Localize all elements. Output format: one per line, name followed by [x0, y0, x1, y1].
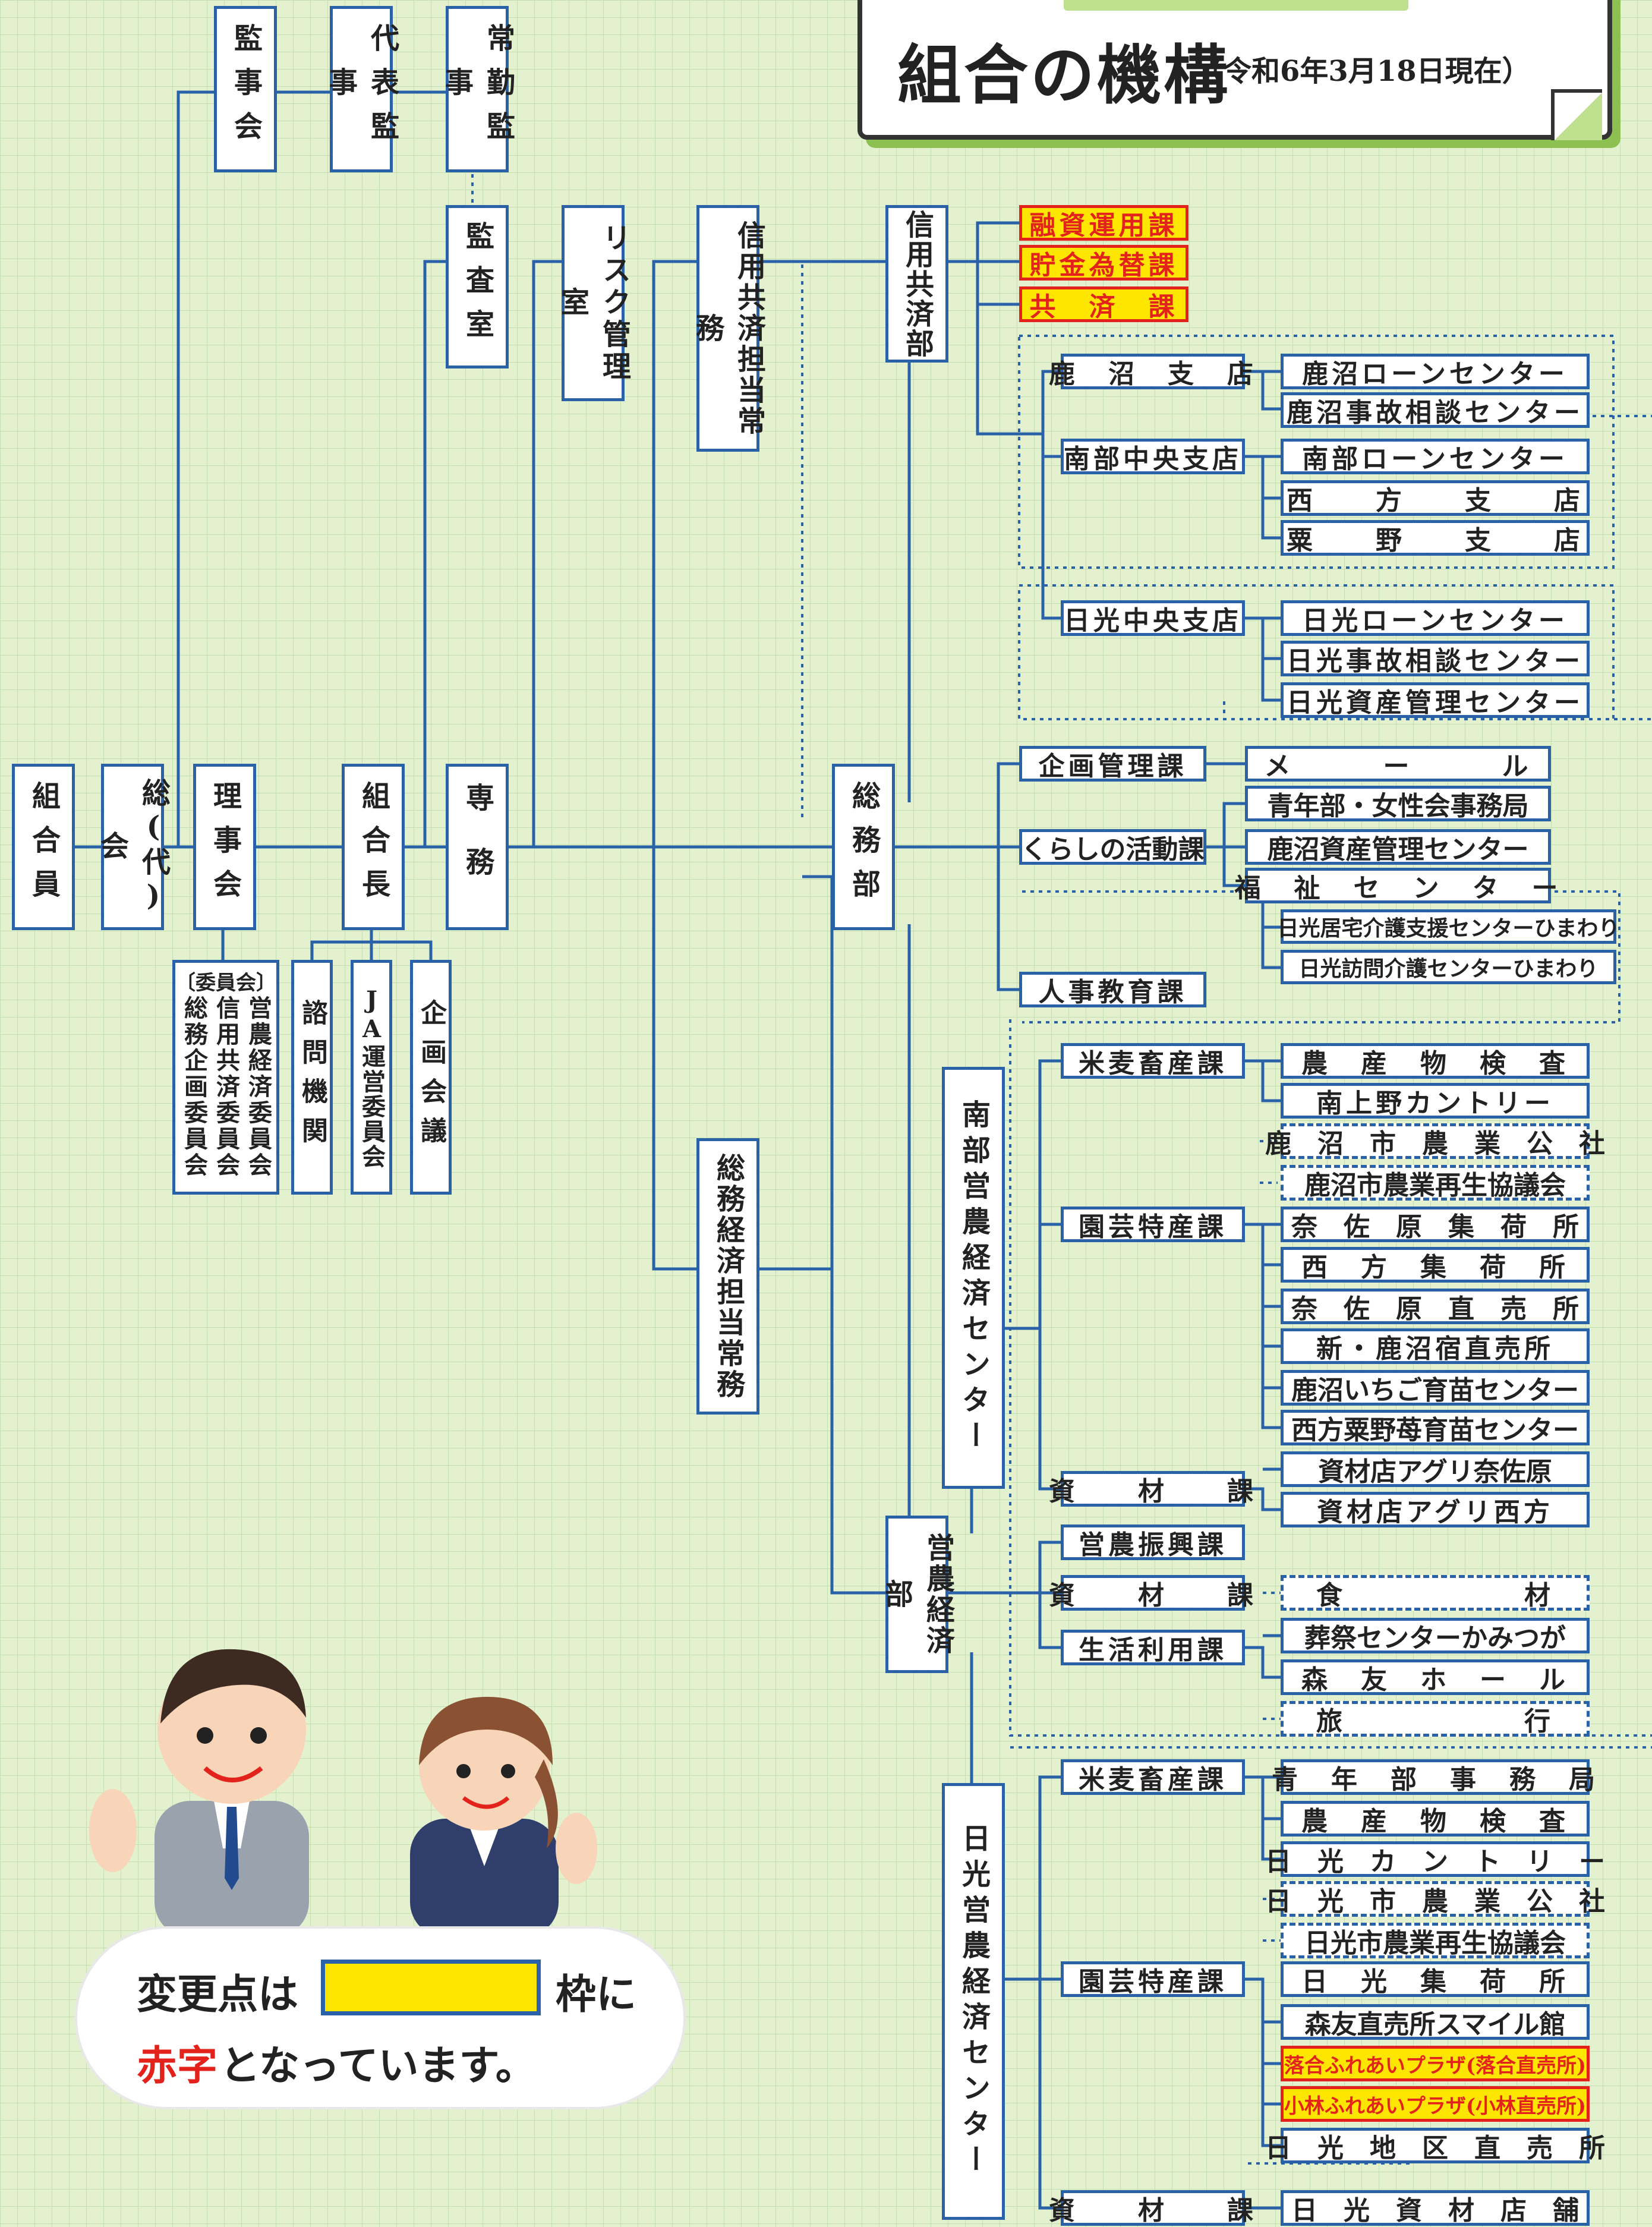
box-nikko-center: 日光営農経済センター [942, 1783, 1005, 2220]
nanbu-engei-sub-6: 西方粟野苺育苗センター [1281, 1410, 1590, 1445]
nanbu-shizai-sub-1: 資材店アグリ奈佐原 [1281, 1451, 1590, 1487]
nikko-beibaku-sub-1: 青 年 部 事 務 局 [1272, 1759, 1595, 1795]
iinkai-item-3: 総務企画委員会 [180, 996, 208, 1179]
box-kumiaiin: 組合員 [12, 764, 75, 930]
box-nanbu-center: 南部営農経済センター [942, 1067, 1005, 1489]
einou-seikatsu-sub-1: 葬祭センターかみつが [1281, 1618, 1590, 1653]
box-shimon-kikan: 諮問機関 [291, 960, 333, 1195]
page-date: （令和6年3月18日現在） [1194, 55, 1531, 88]
nanbu-engei-sub-3: 奈 佐 原 直 売 所 [1281, 1289, 1590, 1324]
section-yushi-unyo: 融資運用課 [1019, 205, 1188, 241]
nanbu-beibaku-sub-2: 南上野カントリー [1281, 1083, 1590, 1119]
section-jinji-kyoiku: 人事教育課 [1019, 972, 1206, 1007]
notice-text-2: 枠に [556, 1971, 637, 2018]
nikko-engei-sub-2: 森友直売所スマイル館 [1281, 2004, 1590, 2040]
box-risk-kanri: リスク管理室 [556, 205, 630, 401]
nikko-beibaku-sub-4: 日 光 市 農 業 公 社 [1265, 1881, 1605, 1917]
box-senmu: 専務 [446, 764, 509, 930]
box-iinkai: 〔委員会〕 営農経済委員会 信用共済委員会 総務企画委員会 [172, 960, 279, 1195]
box-somubu: 総務部 [832, 764, 895, 930]
title-card [857, 0, 1612, 140]
branch-kanuma: 鹿 沼 支 店 [1049, 354, 1253, 389]
branch-nanbu-sub-3: 粟 野 支 店 [1281, 520, 1590, 556]
sub-fukushi-center: 福 祉 セ ン タ ー [1235, 868, 1558, 903]
nanbu-section-shizai: 資 材 課 [1049, 1471, 1253, 1507]
nanbu-engei-sub-5: 鹿沼いちご育苗センター [1281, 1370, 1590, 1406]
nanbu-shizai-sub-2: 資材店アグリ西方 [1281, 1492, 1590, 1527]
nikko-engei-sub-5: 日 光 地 区 直 売 所 [1265, 2128, 1605, 2163]
einou-seikatsu-sub-3: 旅 行 [1281, 1701, 1590, 1737]
nikko-beibaku-sub-2: 農 産 物 検 査 [1281, 1801, 1590, 1837]
box-shinyo-jomu: 信用共済担当常務 [691, 205, 765, 452]
page-fold-corner [1551, 89, 1602, 140]
nikko-shizai-sub-1: 日 光 資 材 店 舗 [1281, 2190, 1590, 2226]
box-kumiaicho: 組合長 [342, 764, 405, 930]
box-rijikai: 理事会 [193, 764, 256, 930]
einou-shizai-sub-shokuzai: 食 材 [1281, 1575, 1590, 1611]
branch-nikko-sub-2: 日光事故相談センター [1281, 641, 1590, 676]
sub-kanuma-shisan: 鹿沼資産管理センター [1245, 829, 1551, 865]
notice-text-3: となっています。 [220, 2042, 536, 2090]
nanbu-engei-sub-1: 奈 佐 原 集 荷 所 [1281, 1207, 1590, 1242]
box-ja-unei-iinkai: JA運営委員会 [351, 960, 392, 1195]
branch-kanuma-sub-2: 鹿沼事故相談センター [1281, 392, 1590, 428]
nanbu-engei-sub-2: 西 方 集 荷 所 [1281, 1247, 1590, 1283]
einou-seikatsu-sub-2: 森 友 ホ ー ル [1281, 1659, 1590, 1695]
einou-section-seikatsu: 生活利用課 [1061, 1630, 1245, 1665]
box-einou-bu: 営農経済部 [879, 1516, 954, 1673]
nanbu-beibaku-sub-3: 鹿 沼 市 農 業 公 社 [1265, 1123, 1605, 1159]
box-kansa-shitsu: 監査室 [446, 205, 509, 368]
box-kikaku-kaigi: 企画会議 [410, 960, 452, 1195]
change-marker-swatch [321, 1960, 541, 2015]
staff-illustration [89, 1649, 597, 1938]
branch-nikko-sub-1: 日光ローンセンター [1281, 600, 1590, 636]
nikko-beibaku-sub-3: 日 光 カ ン ト リ ー [1265, 1841, 1605, 1877]
nikko-beibaku-sub-5: 日光市農業再生協議会 [1281, 1923, 1590, 1958]
notice-bubble [77, 1929, 683, 2107]
nikko-engei-sub-3-changed: 落合ふれあいプラザ(落合直売所) [1281, 2046, 1590, 2081]
section-chokin-kawase: 貯金為替課 [1019, 245, 1188, 281]
iinkai-item-1: 営農経済委員会 [244, 996, 272, 1179]
branch-kanuma-sub-1: 鹿沼ローンセンター [1281, 354, 1590, 389]
nanbu-beibaku-sub-1: 農 産 物 検 査 [1281, 1043, 1590, 1079]
sub-homon-himawari: 日光訪問介護センターひまわり [1281, 950, 1616, 984]
box-jokin-kanji: 常勤監事 [440, 6, 515, 172]
branch-nikko-chuo: 日光中央支店 [1061, 600, 1245, 636]
nanbu-section-beibaku: 米麦畜産課 [1061, 1043, 1245, 1079]
notice-red-word: 赤字 [137, 2042, 218, 2090]
branch-nikko-sub-3: 日光資産管理センター [1281, 682, 1590, 718]
section-kikaku-kanri: 企画管理課 [1019, 746, 1206, 782]
einou-section-shinko: 営農振興課 [1061, 1524, 1245, 1560]
nikko-engei-sub-4-changed: 小林ふれあいプラザ(小林直売所) [1281, 2086, 1590, 2122]
iinkai-label: 〔委員会〕 [175, 971, 276, 995]
box-daihyo-kanji: 代表監事 [324, 6, 399, 172]
box-shinyo-bu: 信用共済部 [885, 205, 948, 363]
title-tab [1064, 0, 1408, 11]
section-kyosai: 共 済 課 [1019, 286, 1188, 322]
male-staff-illustration-icon [89, 1649, 309, 1938]
branch-nanbu-chuo: 南部中央支店 [1061, 439, 1245, 474]
box-keizai-jomu: 総務経済担当常務 [696, 1138, 759, 1415]
sub-mail: メ ー ル [1245, 746, 1551, 782]
sub-kyotaku-himawari: 日光居宅介護支援センターひまわり [1278, 909, 1620, 944]
female-staff-illustration-icon [410, 1697, 597, 1938]
nikko-section-shizai: 資 材 課 [1049, 2190, 1253, 2226]
page-title: 組合の機構 [897, 38, 1231, 113]
nanbu-beibaku-sub-4: 鹿沼市農業再生協議会 [1281, 1165, 1590, 1201]
box-kanjikai: 監事会 [214, 6, 277, 172]
iinkai-item-2: 信用共済委員会 [212, 996, 240, 1179]
nikko-section-beibaku: 米麦畜産課 [1061, 1759, 1245, 1795]
branch-nanbu-sub-2: 西 方 支 店 [1281, 480, 1590, 516]
branch-nanbu-sub-1: 南部ローンセンター [1281, 439, 1590, 474]
nikko-section-engei: 園芸特産課 [1061, 1961, 1245, 1997]
notice-text-1: 変更点は [137, 1971, 299, 2018]
einou-section-shizai: 資 材 課 [1049, 1575, 1253, 1611]
nanbu-section-engei: 園芸特産課 [1061, 1207, 1245, 1242]
nikko-engei-sub-1: 日 光 集 荷 所 [1281, 1961, 1590, 1997]
section-kurashi-katsudo: くらしの活動課 [1019, 829, 1206, 865]
nanbu-engei-sub-4: 新・鹿沼宿直売所 [1281, 1328, 1590, 1364]
sub-seinenbu-joseikai: 青年部・女性会事務局 [1245, 786, 1551, 821]
box-sodaikai: 総(代)会 [95, 764, 170, 930]
